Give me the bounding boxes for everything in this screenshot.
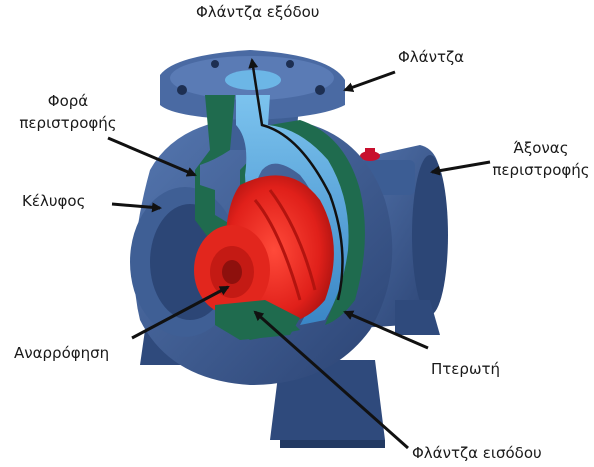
flange-arrow — [345, 72, 395, 90]
shaft-arrow — [432, 162, 490, 172]
label-rotation-direction-line2: περιστροφής — [8, 113, 128, 134]
label-rotation-direction-line1: Φορά — [8, 91, 128, 112]
label-outlet-flange: Φλάντζα εξόδου — [196, 2, 316, 23]
label-inlet-flange: Φλάντζα εισόδου — [412, 443, 542, 464]
label-flange: Φλάντζα — [398, 47, 464, 68]
label-shaft-line1: Άξονας — [488, 138, 594, 159]
label-casing: Κέλυφος — [22, 191, 85, 212]
label-impeller: Πτερωτή — [431, 359, 500, 380]
label-shaft-line2: περιστροφής — [488, 160, 594, 181]
label-suction: Αναρρόφηση — [14, 343, 109, 364]
